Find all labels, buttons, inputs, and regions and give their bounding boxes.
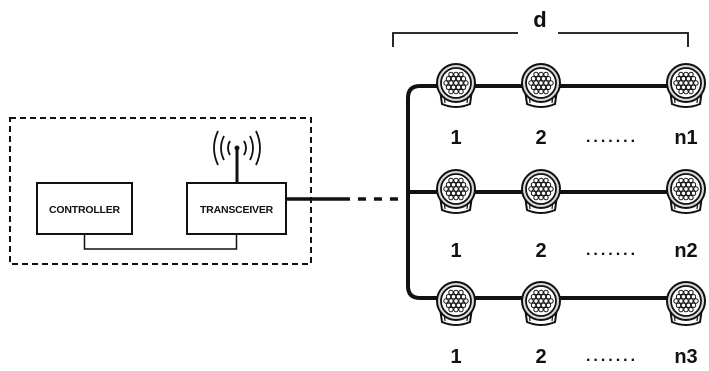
antenna-icon <box>213 130 261 183</box>
ellipsis-label: ....... <box>586 129 638 146</box>
fixture-number-label: n2 <box>674 240 697 262</box>
light-fixture-icon <box>521 281 561 326</box>
fixture-row-1: 1 2 ....... n1 <box>436 63 706 149</box>
system-enclosure <box>9 117 312 265</box>
fixture-number-label: 2 <box>535 240 546 262</box>
light-fixture-icon <box>666 281 706 326</box>
ellipsis-label: ....... <box>586 348 638 365</box>
fixture-number-label: 1 <box>450 127 461 149</box>
fixture-row-3: 1 2 ....... n3 <box>436 281 706 368</box>
light-fixture-icon <box>521 169 561 214</box>
light-fixture-icon <box>436 63 476 108</box>
fixture-number-label: 1 <box>450 346 461 368</box>
transceiver-label: TRANSCEIVER <box>200 204 274 216</box>
controller-transceiver-link <box>83 234 238 250</box>
fixture-number-label: 2 <box>535 346 546 368</box>
fixture-number-label: 1 <box>450 240 461 262</box>
ellipsis-label: ....... <box>586 242 638 259</box>
light-fixture-icon <box>521 63 561 108</box>
dimension-marker: d <box>392 7 689 47</box>
transceiver-box: TRANSCEIVER <box>186 182 287 235</box>
dimension-label: d <box>533 7 546 32</box>
fixture-number-label: 2 <box>535 127 546 149</box>
controller-box: CONTROLLER <box>36 182 133 235</box>
light-fixture-icon <box>666 63 706 108</box>
fixture-number-label: n3 <box>674 346 697 368</box>
fixture-row-2: 1 2 ....... n2 <box>436 169 706 262</box>
light-fixture-icon <box>436 281 476 326</box>
light-fixture-icon <box>436 169 476 214</box>
fixture-number-label: n1 <box>674 127 697 149</box>
light-fixture-icon <box>666 169 706 214</box>
controller-label: CONTROLLER <box>49 204 121 216</box>
